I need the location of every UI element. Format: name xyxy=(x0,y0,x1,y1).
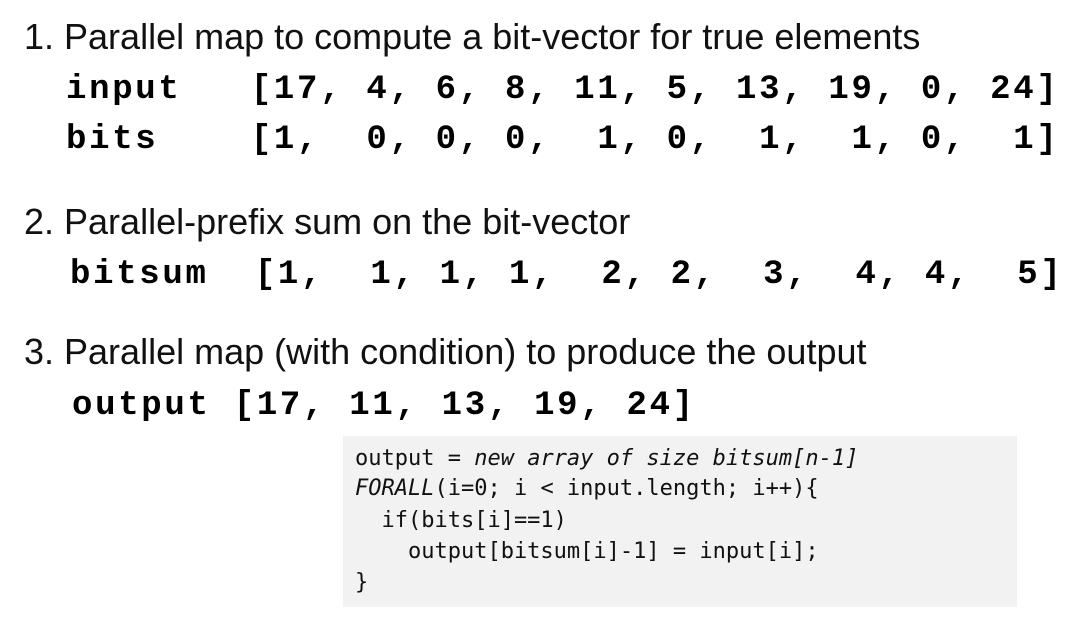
code-comment: new array of size bitsum[n-1] xyxy=(474,446,859,471)
input-array: input [17, 4, 6, 8, 11, 5, 13, 19, 0, 24… xyxy=(66,71,1060,109)
code-line-3: if(bits[i]==1) xyxy=(355,508,567,533)
bitsum-array: bitsum [1, 1, 1, 1, 2, 2, 3, 4, 4, 5] xyxy=(70,256,1064,294)
code-block: output = new array of size bitsum[n-1] F… xyxy=(343,436,1017,607)
code-line-1: output = new array of size bitsum[n-1] xyxy=(355,444,858,474)
step-2-heading: 2. Parallel-prefix sum on the bit-vector xyxy=(24,201,631,242)
code-line-4: output[bitsum[i]-1] = input[i]; xyxy=(355,539,819,564)
code-line-2: FORALL(i=0; i < input.length; i++){ xyxy=(355,474,819,504)
code-line-5: } xyxy=(355,570,369,595)
bits-array: bits [1, 0, 0, 0, 1, 0, 1, 1, 0, 1] xyxy=(66,121,1060,159)
code-text: (i=0; i < input.length; i++){ xyxy=(434,476,819,501)
output-array: output [17, 11, 13, 19, 24] xyxy=(72,387,696,425)
step-3-heading: 3. Parallel map (with condition) to prod… xyxy=(24,331,867,372)
code-keyword: FORALL xyxy=(355,476,435,501)
step-1-heading: 1. Parallel map to compute a bit-vector … xyxy=(24,16,921,57)
code-text: output = xyxy=(355,446,475,471)
